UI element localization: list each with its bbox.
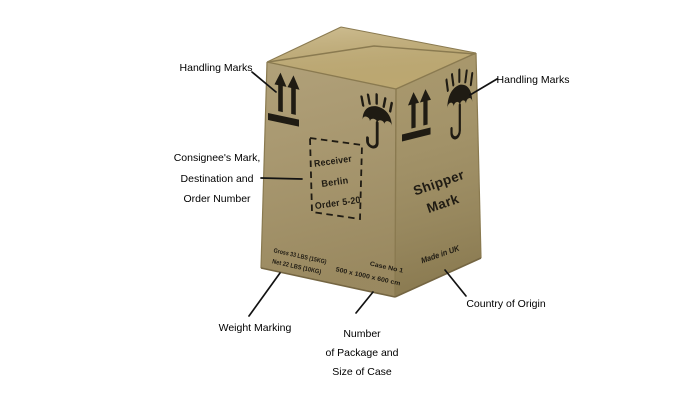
label-package-size: Number of Package and Size of Case bbox=[326, 328, 399, 378]
keep-dry-icon bbox=[360, 93, 393, 149]
label-package-line: of Package and bbox=[326, 347, 399, 359]
pointer-consignee bbox=[260, 177, 303, 180]
arrow-shaft bbox=[411, 102, 416, 129]
box-edge-center-vertical bbox=[394, 88, 397, 298]
box-edge-top-right bbox=[395, 52, 477, 90]
box-edge-back-left bbox=[266, 26, 342, 63]
label-country-of-origin: Country of Origin bbox=[466, 298, 546, 310]
box-top-face-shading bbox=[267, 27, 476, 89]
box-edge-back-right bbox=[340, 26, 477, 54]
arrow-head bbox=[407, 92, 420, 106]
arrow-baseline-bar bbox=[268, 113, 299, 127]
pointer-package bbox=[355, 291, 374, 314]
pointer-country bbox=[444, 269, 467, 297]
pointer-handling-left bbox=[251, 71, 277, 93]
pointer-handling-right bbox=[469, 78, 498, 96]
pointer-lines bbox=[248, 71, 498, 317]
label-weight-marking: Weight Marking bbox=[219, 322, 292, 334]
umbrella-canopy bbox=[362, 106, 392, 126]
label-consignee-line: Order Number bbox=[183, 193, 251, 205]
label-handling-marks-right: Handling Marks bbox=[497, 74, 570, 86]
umbrella-handle bbox=[366, 121, 379, 149]
umbrella-canopy bbox=[447, 84, 473, 109]
box-edge-bottom-right bbox=[394, 257, 482, 298]
label-consignee-line: Consignee's Mark, bbox=[174, 152, 261, 164]
arrow-head bbox=[274, 72, 287, 87]
umbrella-handle bbox=[450, 103, 461, 140]
label-package-line: Number bbox=[343, 328, 381, 340]
box-edge-left-vertical bbox=[260, 61, 268, 269]
arrow-shaft bbox=[278, 84, 283, 113]
box-edge-top-front bbox=[266, 61, 397, 90]
label-consignee-mark: Consignee's Mark, Destination and Order … bbox=[174, 152, 261, 205]
box-top-seam bbox=[267, 45, 476, 63]
label-package-line: Size of Case bbox=[332, 366, 392, 378]
consignee-panel-line: Berlin bbox=[321, 174, 349, 189]
box-edge-right-vertical bbox=[475, 52, 482, 259]
arrow-head bbox=[419, 89, 431, 103]
pointer-weight-marking bbox=[248, 272, 281, 317]
consignee-panel-border bbox=[309, 136, 363, 221]
arrow-shaft bbox=[291, 86, 296, 115]
label-handling-marks-left: Handling Marks bbox=[180, 62, 253, 74]
rain-drops bbox=[360, 93, 393, 113]
this-way-up-icon bbox=[268, 72, 300, 127]
arrow-baseline-bar bbox=[402, 127, 431, 142]
label-consignee-line: Destination and bbox=[181, 173, 254, 185]
rain-drops bbox=[445, 68, 474, 92]
keep-dry-icon bbox=[445, 68, 474, 140]
arrow-shaft bbox=[423, 99, 428, 126]
arrow-head bbox=[287, 75, 300, 90]
consignee-panel-line: Receiver bbox=[313, 153, 352, 169]
this-way-up-icon bbox=[402, 89, 431, 142]
